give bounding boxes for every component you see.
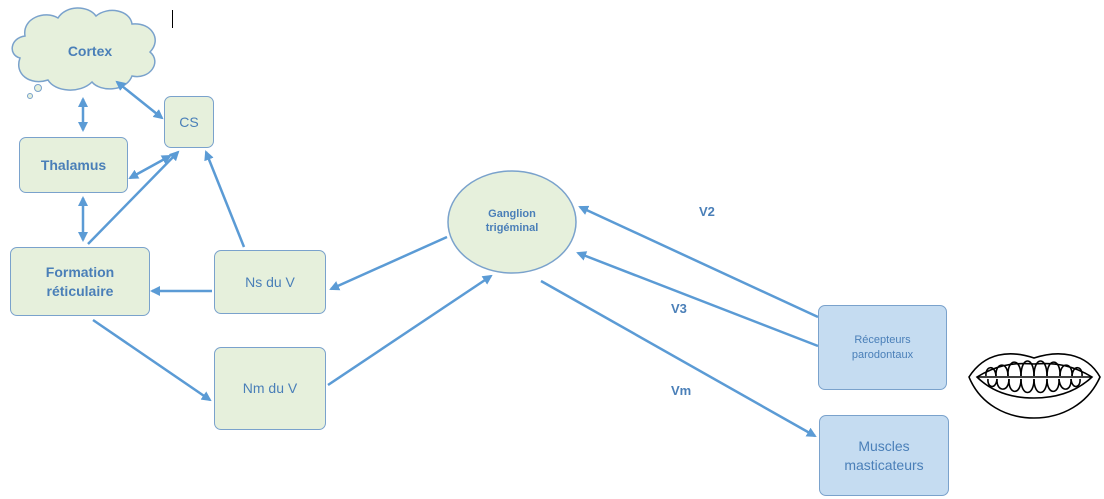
cortex-label: Cortex <box>67 42 113 59</box>
node-recepteurs-parodontaux: Récepteurs parodontaux <box>818 305 947 390</box>
muscles-label-line1: Muscles <box>858 438 910 455</box>
teeth-icon <box>968 353 1101 419</box>
arrow-cortex-cs <box>115 80 164 120</box>
edge-label-v3: V3 <box>671 301 687 316</box>
ganglion-label-line1: Ganglion <box>488 207 536 220</box>
formation-label-line1: Formation <box>45 264 115 281</box>
arrow-thalamus-cs <box>128 154 172 180</box>
node-thalamus: Thalamus <box>19 137 128 193</box>
ganglion-ellipse <box>447 170 577 274</box>
arrow-formation-nm <box>92 318 212 402</box>
muscles-label-line2: masticateurs <box>844 456 924 473</box>
recepteurs-label-line2: parodontaux <box>851 348 914 361</box>
recepteurs-label-line1: Récepteurs <box>854 334 911 347</box>
cs-label: CS <box>179 113 199 130</box>
arrow-ganglion-muscles-vm <box>540 279 817 438</box>
node-cortex: Cortex <box>40 36 140 66</box>
edge-label-vm: Vm <box>671 383 692 398</box>
arrow-recepteurs-ganglion-v3 <box>576 251 819 348</box>
thalamus-label: Thalamus <box>40 156 107 173</box>
node-formation-reticulaire: Formation réticulaire <box>10 247 150 316</box>
arrow-ganglion-ns <box>329 235 448 291</box>
nm-du-v-label: Nm du V <box>242 380 298 397</box>
node-nm-du-v: Nm du V <box>214 347 326 430</box>
arrows <box>78 80 819 438</box>
node-ns-du-v: Ns du V <box>214 250 326 314</box>
node-cs: CS <box>164 96 214 148</box>
arrow-recepteurs-ganglion-v2 <box>578 205 819 319</box>
arrow-formation-cs <box>87 150 180 245</box>
node-ganglion-trigeminal: Ganglion trigéminal <box>452 195 572 247</box>
arrow-nm-ganglion <box>327 274 493 387</box>
cortex-cloud <box>11 7 156 99</box>
node-muscles-masticateurs: Muscles masticateurs <box>819 415 949 496</box>
formation-label-line2: réticulaire <box>46 282 114 299</box>
ganglion-label-line2: trigéminal <box>485 222 539 234</box>
text-cursor <box>172 10 173 28</box>
ns-du-v-label: Ns du V <box>245 273 295 290</box>
arrow-ns-cs <box>204 150 246 248</box>
edge-label-v2: V2 <box>699 204 715 219</box>
